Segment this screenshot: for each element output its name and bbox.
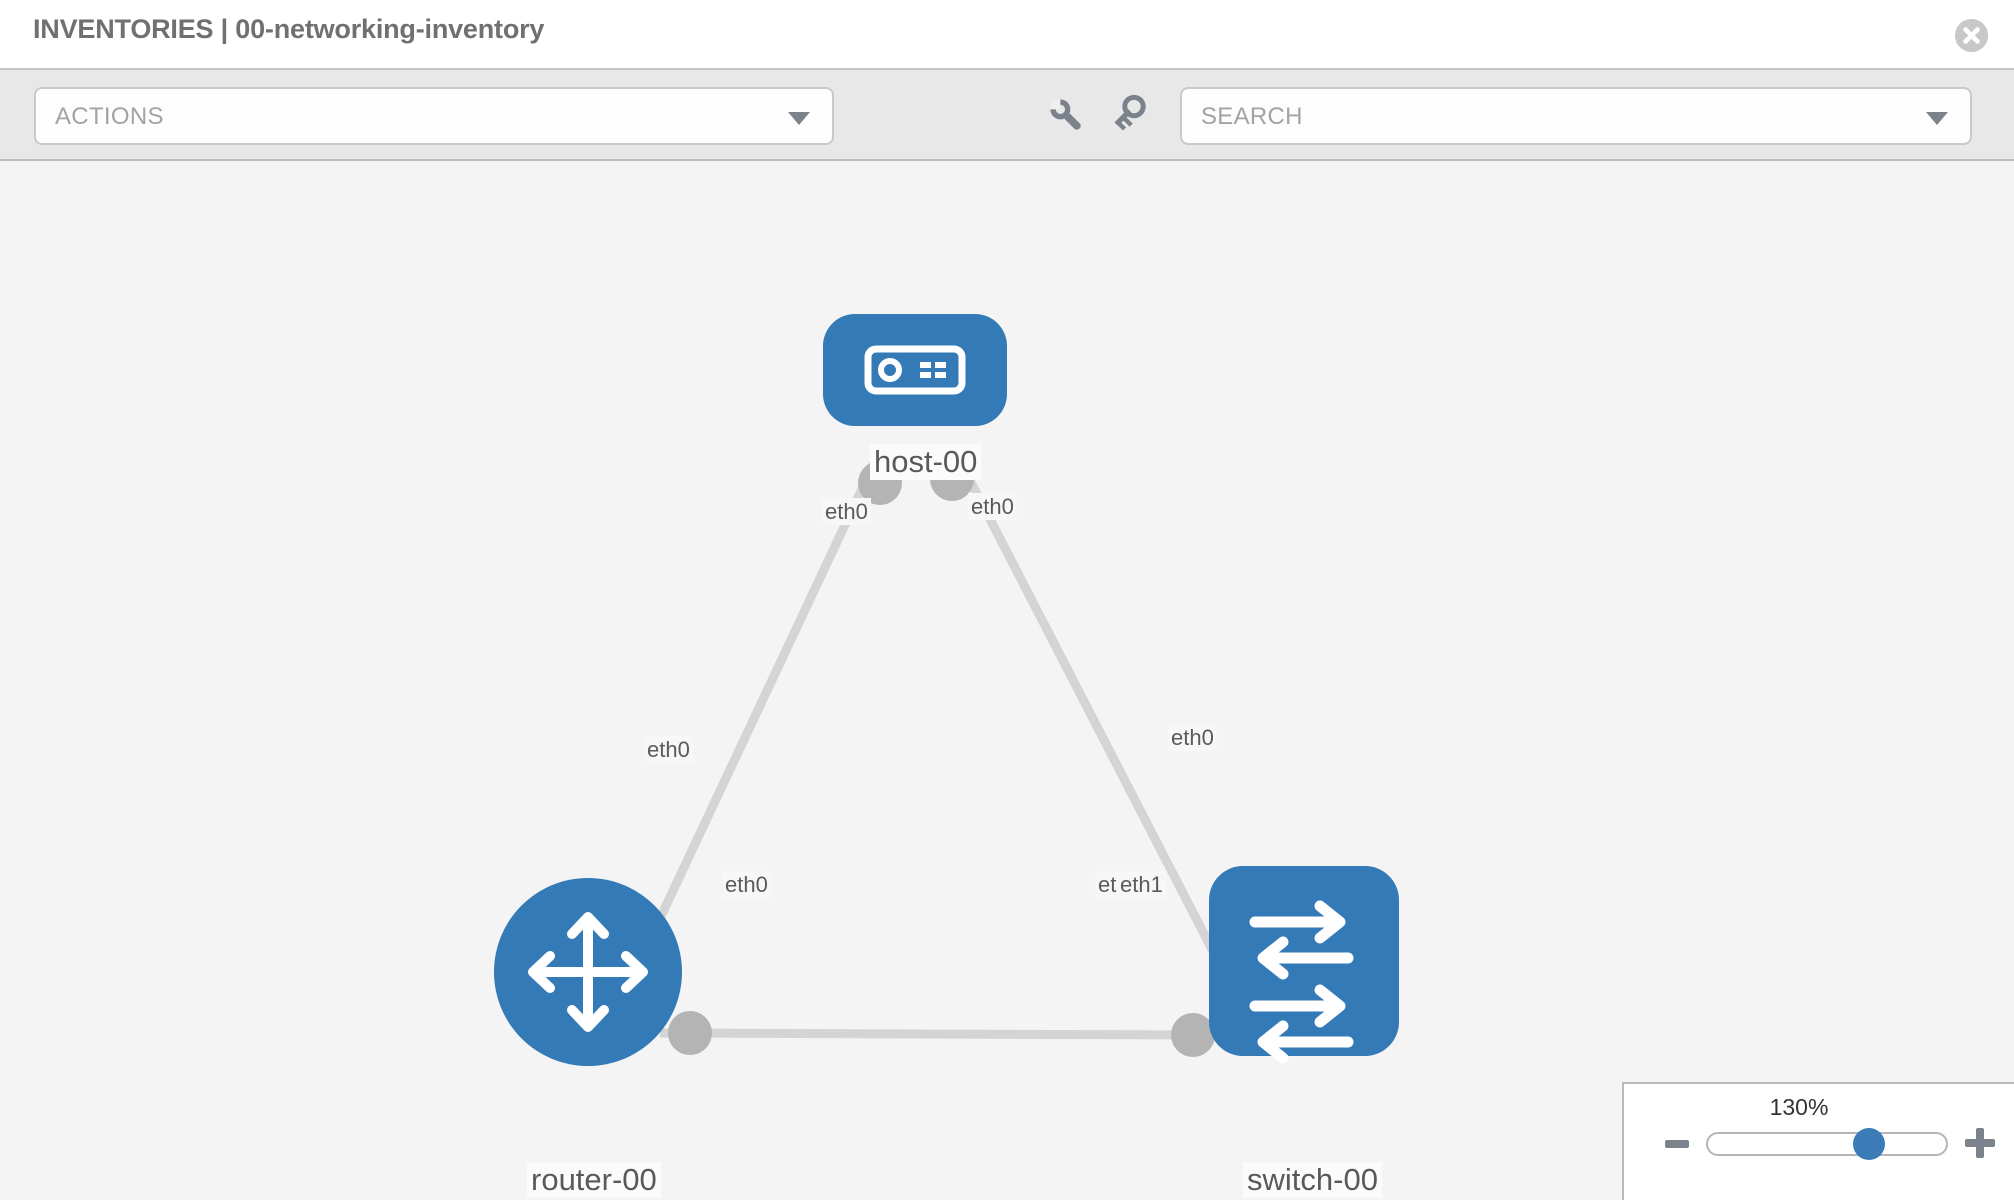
server-icon	[864, 345, 966, 395]
switch-arrows-icon	[1249, 900, 1354, 1064]
link-router-switch	[659, 1028, 1196, 1040]
chevron-down-icon	[788, 112, 810, 125]
node-host-00	[823, 314, 1007, 426]
search-input[interactable]: SEARCH	[1180, 87, 1972, 145]
iface-label-router-uplink-eth0: eth0	[644, 736, 693, 763]
toolbar: ACTIONS SEARC	[0, 68, 2014, 161]
actions-dropdown[interactable]: ACTIONS	[34, 87, 834, 145]
zoom-control-panel: 130%	[1622, 1082, 2014, 1200]
search-placeholder: SEARCH	[1201, 103, 1303, 130]
node-label-switch-00: switch-00	[1243, 1162, 1382, 1198]
iface-label-router-eth0: eth0	[722, 871, 771, 898]
connector-router-eth0	[668, 1011, 712, 1055]
topology-canvas[interactable]: eth0 eth0 eth0 eth0 eth0 eth0 eth1 host-…	[0, 161, 2014, 1200]
iface-label-host-eth0-left: eth0	[822, 498, 871, 525]
link-host-switch	[956, 458, 1222, 964]
node-router-00	[494, 878, 682, 1066]
topology-graph	[494, 314, 1399, 1066]
page-header: INVENTORIES | 00-networking-inventory	[0, 0, 2014, 68]
chevron-down-icon[interactable]	[1926, 112, 1948, 125]
zoom-in-button[interactable]	[1964, 1127, 1996, 1159]
router-arrows-icon	[528, 912, 648, 1032]
iface-label-switch-eth1: eth1	[1117, 871, 1166, 898]
zoom-slider-thumb[interactable]	[1853, 1128, 1885, 1160]
wrench-icon[interactable]	[1044, 93, 1088, 137]
connector-switch-eth1	[1171, 1013, 1215, 1057]
zoom-percent-label: 130%	[1769, 1094, 1829, 1120]
topology-links	[635, 458, 1222, 1040]
node-switch-00	[1209, 866, 1399, 1064]
node-label-host-00: host-00	[870, 444, 982, 480]
actions-dropdown-label: ACTIONS	[55, 103, 164, 130]
page-title: INVENTORIES | 00-networking-inventory	[33, 14, 545, 44]
iface-label-host-eth0-right: eth0	[968, 493, 1017, 520]
topology-connectors	[668, 457, 1253, 1057]
zoom-slider-track[interactable]	[1706, 1128, 1948, 1160]
close-icon[interactable]	[1955, 19, 1988, 52]
zoom-out-button[interactable]	[1664, 1131, 1690, 1157]
node-label-router-00: router-00	[527, 1162, 661, 1198]
link-host-router	[635, 459, 880, 963]
key-icon[interactable]	[1112, 93, 1156, 137]
iface-label-switch-uplink-eth0: eth0	[1168, 724, 1217, 751]
